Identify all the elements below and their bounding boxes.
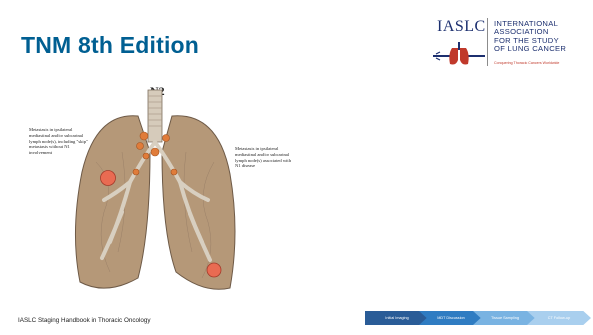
lymph-node [140,132,148,140]
slide-title: TNM 8th Edition [21,32,199,59]
process-chevrons: Initial Imaging MDT Discussion Tissue Sa… [365,311,590,325]
lymph-node [137,143,144,150]
source-citation: IASLC Staging Handbook in Thoracic Oncol… [18,317,151,324]
lymph-node [163,135,170,142]
logo-line: OF LUNG CANCER [494,45,566,53]
lymph-node [151,148,159,156]
process-step-initial-imaging[interactable]: Initial Imaging [365,311,429,325]
lungs-illustration [26,82,286,307]
step-label: Initial Imaging [385,316,408,320]
n2-label-right: Metastasis in ipsilateral mediastinal an… [235,146,295,169]
tumor [101,171,116,186]
step-label: MDT Discussion [437,316,465,320]
step-label: Tissue Sampling [491,316,519,320]
lymph-node [171,169,177,175]
logo-divider [487,18,488,66]
logo-name: INTERNATIONAL ASSOCIATION FOR THE STUDY … [494,20,566,54]
left-lung [162,116,235,290]
process-step-tissue-sampling[interactable]: Tissue Sampling [473,311,537,325]
iaslc-logo: IASLC INTERNATIONAL ASSOCIATION FOR THE … [430,14,590,72]
step-label: CT Follow-up [548,316,571,320]
tumor [207,263,221,277]
process-step-ct-follow-up[interactable]: CT Follow-up [527,311,591,325]
lymph-node [143,153,149,159]
logo-tagline: Conquering Thoracic Cancers Worldwide [494,61,559,65]
lungs-logo-icon [430,14,488,72]
process-step-mdt-discussion[interactable]: MDT Discussion [419,311,483,325]
lymph-node [133,169,139,175]
n2-label-left: Metastasis in ipsilateral mediastinal an… [29,127,89,156]
